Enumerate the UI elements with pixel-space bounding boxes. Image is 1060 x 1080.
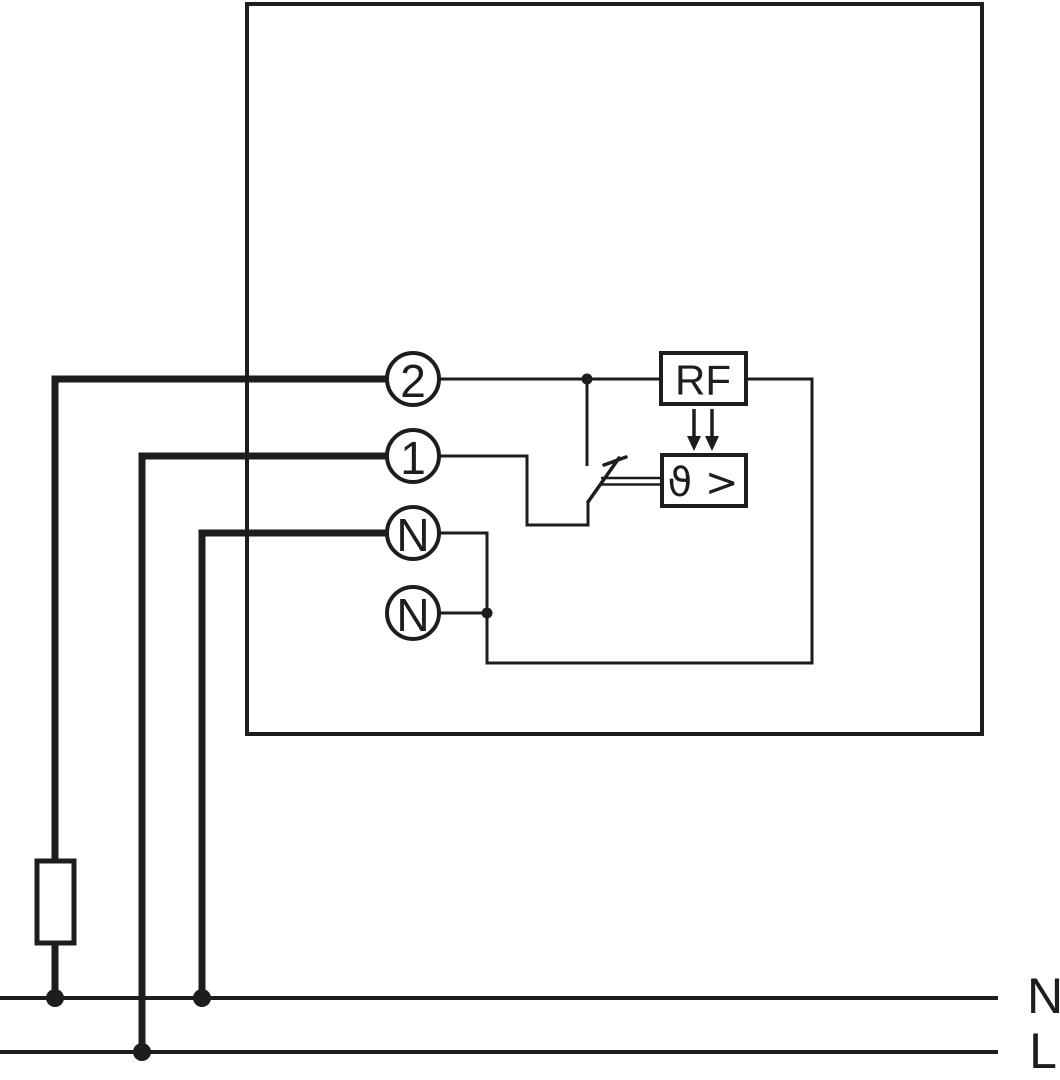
- wire-terminal1-to-switch: [439, 454, 590, 527]
- junction-dot-n2-branch: [481, 607, 493, 619]
- wire-terminalN-external: [198, 529, 386, 998]
- terminal-n1-circle: [385, 505, 441, 561]
- wire-terminal1-external: [138, 452, 386, 1052]
- junction-dot-terminal1-line: [133, 1043, 151, 1061]
- thermostat-label: ϑ >: [668, 460, 739, 506]
- rf-module-box: [659, 351, 748, 406]
- device-outline-box: [245, 2, 984, 736]
- line-bus-label: L: [1029, 1023, 1057, 1079]
- terminal-2-circle: [385, 351, 441, 407]
- thermostat-box: [660, 453, 748, 508]
- terminal-n2-label: N: [396, 589, 429, 641]
- neutral-bus-label: N: [1027, 968, 1060, 1024]
- switch-contact-tick: [602, 455, 628, 467]
- rf-signal-arrowhead-left: [687, 436, 701, 451]
- rf-signal-arrowhead-right: [705, 436, 719, 451]
- wire-rf-return-to-neutral: [439, 377, 814, 665]
- junction-dot-resistor-neutral: [46, 989, 64, 1007]
- wire-terminal2-external: [51, 375, 386, 861]
- terminal-2-label: 2: [400, 355, 426, 407]
- load-resistor: [34, 858, 77, 946]
- terminal-1-circle: [385, 428, 441, 484]
- junction-dot-rf-branch: [581, 373, 593, 385]
- terminal-n1-label: N: [396, 509, 429, 561]
- switch-blade: [586, 456, 621, 504]
- terminal-1-label: 1: [400, 432, 426, 484]
- rf-module-label: RF: [675, 357, 731, 404]
- terminal-n2-circle: [385, 585, 441, 641]
- junction-dot-terminalN-neutral: [193, 989, 211, 1007]
